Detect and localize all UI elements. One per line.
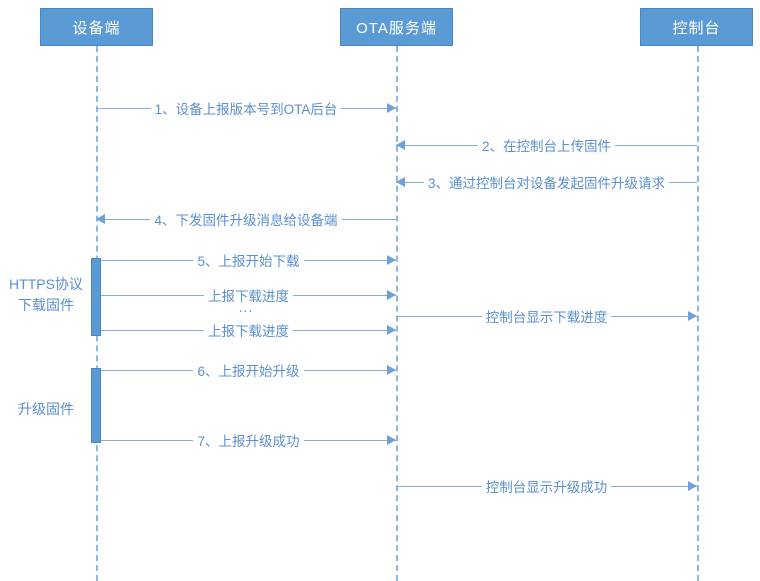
message-console-download-progress-label: 控制台显示下载进度: [396, 306, 697, 326]
message-6-label: 6、上报开始升级: [101, 360, 396, 380]
message-7-label: 7、上报升级成功: [101, 430, 396, 450]
activation-bar-upgrade: [91, 368, 101, 443]
message-4[interactable]: 4、下发固件升级消息给设备端: [96, 210, 396, 228]
message-3-label: 3、通过控制台对设备发起固件升级请求: [396, 172, 697, 192]
actor-label-ota: OTA服务端: [356, 19, 437, 37]
repeat-ellipsis: ...: [238, 299, 254, 315]
activation-bar-download: [91, 258, 101, 336]
lifeline-console: [697, 46, 699, 581]
message-2-label: 2、在控制台上传固件: [396, 135, 697, 155]
message-3[interactable]: 3、通过控制台对设备发起固件升级请求: [396, 173, 697, 191]
message-1[interactable]: 1、设备上报版本号到OTA后台: [96, 99, 396, 117]
message-download-progress-1-arrowhead: [387, 290, 396, 300]
message-2-arrowhead: [396, 140, 405, 150]
message-7[interactable]: 7、上报升级成功: [101, 431, 396, 449]
message-1-label: 1、设备上报版本号到OTA后台: [96, 98, 396, 118]
message-download-progress-2-label: 上报下载进度: [101, 320, 396, 340]
message-3-arrowhead: [396, 177, 405, 187]
message-console-upgrade-success-label: 控制台显示升级成功: [396, 476, 697, 496]
actor-box-device[interactable]: 设备端: [40, 8, 153, 46]
message-6-arrowhead: [387, 365, 396, 375]
message-5-label: 5、上报开始下载: [101, 250, 396, 270]
actor-box-console[interactable]: 控制台: [640, 8, 753, 46]
message-7-arrowhead: [387, 435, 396, 445]
message-4-arrowhead: [96, 214, 105, 224]
message-console-download-progress-arrowhead: [688, 311, 697, 321]
side-label-download-line1: HTTPS协议: [9, 276, 83, 292]
message-download-progress-2-arrowhead: [387, 325, 396, 335]
actor-box-ota[interactable]: OTA服务端: [340, 8, 453, 46]
lifeline-ota: [396, 46, 398, 581]
message-download-progress-1[interactable]: 上报下载进度: [101, 286, 396, 304]
message-console-download-progress[interactable]: 控制台显示下载进度: [396, 307, 697, 325]
message-console-upgrade-success-arrowhead: [688, 481, 697, 491]
side-label-upgrade: 升级固件: [4, 399, 88, 420]
message-console-upgrade-success[interactable]: 控制台显示升级成功: [396, 477, 697, 495]
side-label-upgrade-line1: 升级固件: [18, 401, 74, 417]
message-2[interactable]: 2、在控制台上传固件: [396, 136, 697, 154]
message-download-progress-1-label: 上报下载进度: [101, 285, 396, 305]
message-1-arrowhead: [387, 103, 396, 113]
message-download-progress-2[interactable]: 上报下载进度: [101, 321, 396, 339]
message-5-arrowhead: [387, 255, 396, 265]
message-4-label: 4、下发固件升级消息给设备端: [96, 209, 396, 229]
message-6[interactable]: 6、上报开始升级: [101, 361, 396, 379]
actor-label-console: 控制台: [672, 19, 721, 37]
side-label-download: HTTPS协议 下载固件: [4, 274, 88, 316]
actor-label-device: 设备端: [72, 19, 121, 37]
side-label-download-line2: 下载固件: [18, 297, 74, 313]
message-5[interactable]: 5、上报开始下载: [101, 251, 396, 269]
